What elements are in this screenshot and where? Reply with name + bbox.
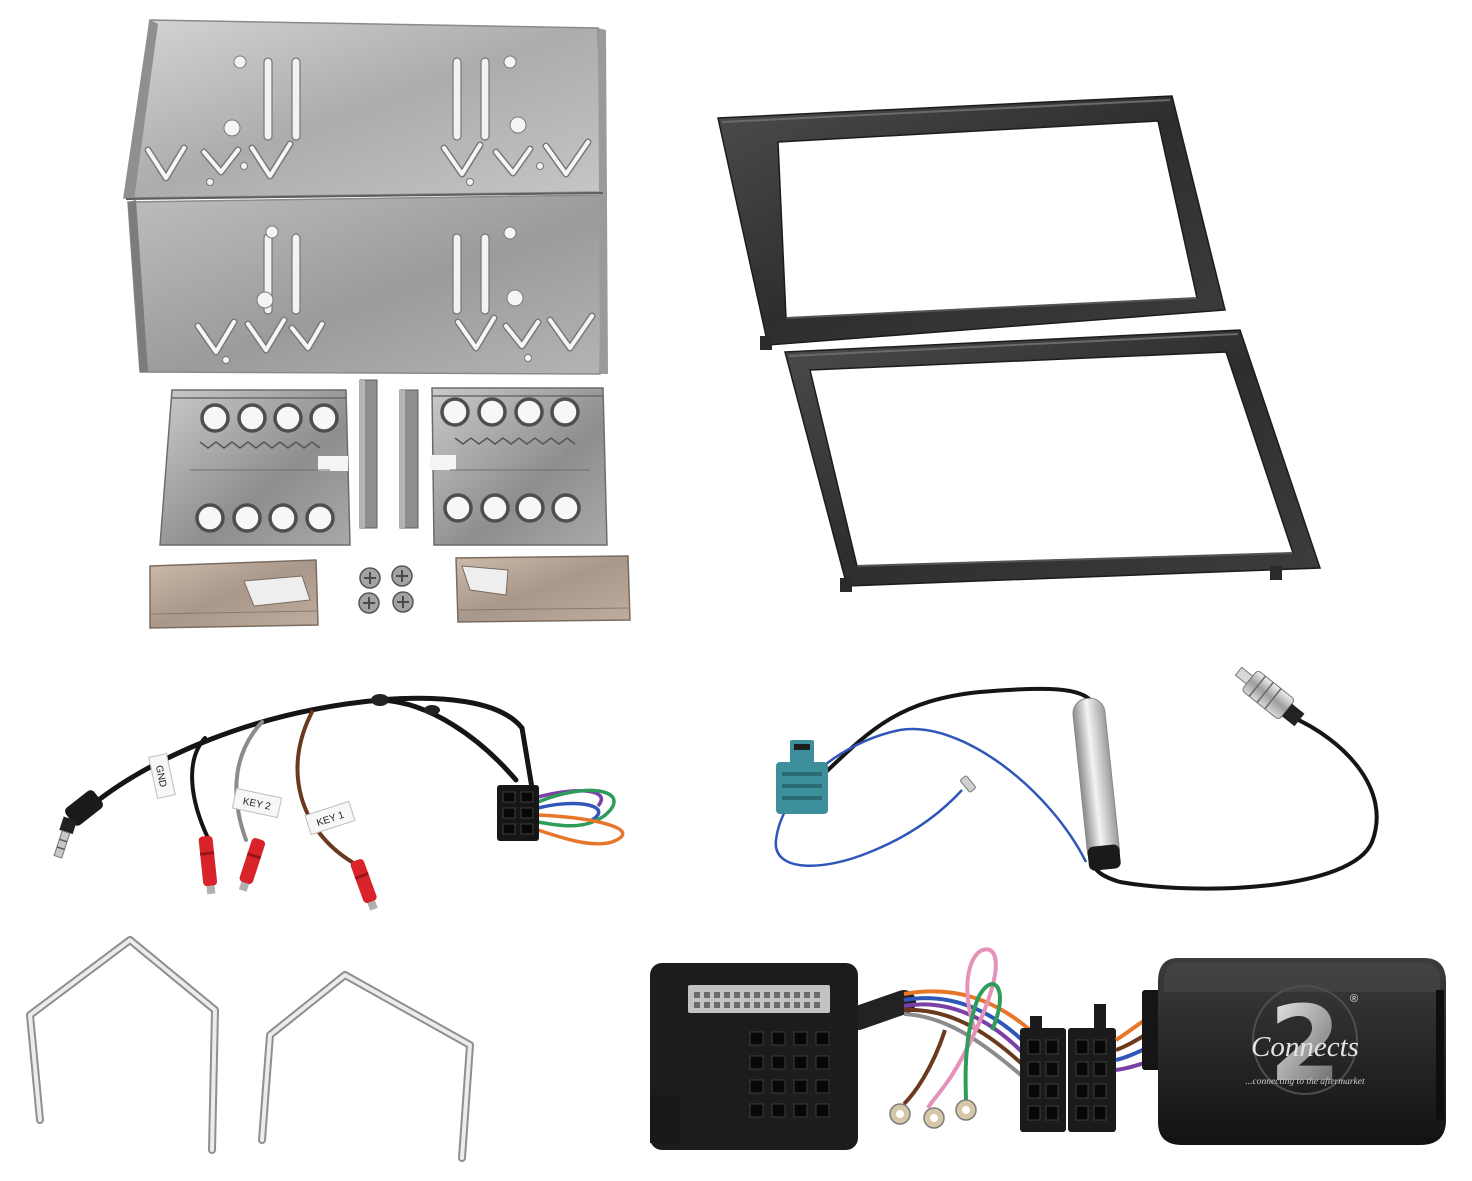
wire-green (537, 788, 616, 828)
side-bracket-left (159, 389, 351, 546)
screw (391, 565, 413, 587)
cable-antenna (1090, 714, 1379, 891)
wire-brown-lead (902, 1029, 947, 1106)
ring-terminal (955, 1099, 977, 1121)
iso-connector (1020, 1016, 1066, 1132)
brand-logo: 2 Connects ® ...connecting to the afterm… (1245, 983, 1365, 1105)
fascia-frame-upper (717, 95, 1226, 350)
screw-set (358, 565, 414, 614)
side-bracket-right (430, 387, 608, 546)
ring-terminal (923, 1107, 945, 1129)
wire-label-key2: KEY 2 (231, 787, 283, 819)
fascia-frame-lower (784, 329, 1322, 592)
red-connector (238, 838, 266, 892)
logo-digit: 2 (1269, 983, 1341, 1105)
steering-interface: 2 Connects ® ...connecting to the afterm… (650, 947, 1446, 1150)
logo-wordmark: Connects (1251, 1031, 1359, 1063)
logo-tagline: ...connecting to the aftermarket (1245, 1076, 1365, 1087)
harness-connector (497, 785, 539, 841)
mounting-plate-right (455, 555, 631, 623)
mounting-plate-left (149, 559, 319, 629)
logo-registered: ® (1350, 993, 1358, 1005)
wire-orange (537, 813, 625, 846)
wire-key1 (295, 710, 354, 864)
jack-plug (53, 790, 103, 859)
removal-key-right (258, 971, 474, 1162)
signal-booster (1072, 697, 1121, 871)
screw (358, 592, 380, 614)
wire-label-key1: KEY 1 (304, 800, 356, 836)
bracket-bar (359, 379, 378, 529)
mounting-cage (123, 19, 608, 375)
screw (392, 591, 414, 613)
antenna-adapter (774, 666, 1379, 891)
bracket-bar (399, 389, 419, 529)
wire-pink (926, 947, 998, 1110)
wire-label-gnd: GND (148, 752, 176, 800)
wire-black-secondary (377, 697, 519, 783)
iso-connector (1068, 1004, 1116, 1132)
wire-green-lead (963, 982, 1002, 1101)
screw (359, 567, 381, 589)
antenna-plug (1234, 666, 1305, 727)
steering-harness: GND KEY 2 KEY 1 (53, 694, 625, 911)
cable-fakra (824, 686, 1094, 774)
wire-key2 (234, 720, 264, 842)
red-connector (198, 835, 218, 895)
red-connector (350, 859, 378, 911)
wire-terminal (960, 775, 976, 793)
interface-connector (650, 963, 858, 1150)
wire-gnd (190, 736, 210, 840)
fakra-connector (776, 740, 828, 814)
label-gnd: GND (153, 764, 168, 788)
ring-terminal (889, 1103, 911, 1125)
removal-key-left (26, 936, 219, 1154)
wire-blue (537, 801, 601, 822)
interface-box: 2 Connects ® ...connecting to the afterm… (1142, 958, 1446, 1145)
